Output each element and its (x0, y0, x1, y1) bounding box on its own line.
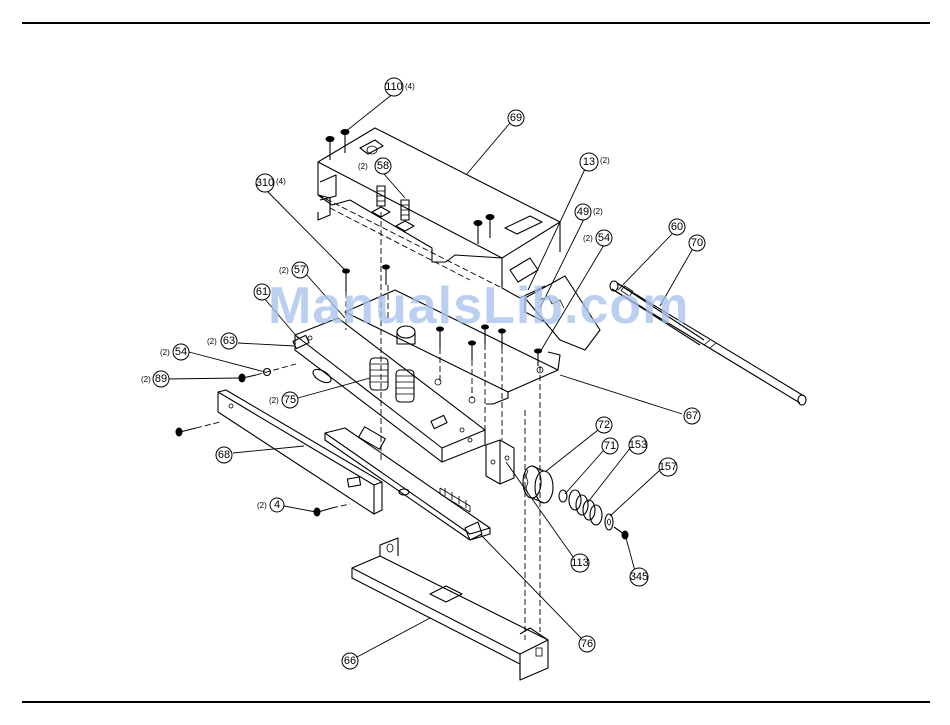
part-345-screw (614, 527, 628, 539)
callout-110-number: 110 (385, 81, 403, 93)
callout-110-qty: (4) (405, 82, 415, 91)
callout-13-number: 13 (583, 156, 595, 168)
callout-69-number: 69 (510, 112, 522, 124)
callout-60-number: 60 (671, 221, 683, 233)
callout-57-qty: (2) (279, 266, 289, 275)
callout-76: 76 (579, 636, 595, 652)
callout-310-qty: (4) (276, 177, 286, 186)
small-screws (176, 265, 542, 516)
callout-75: 75 (2) (269, 392, 298, 408)
part-66-base (352, 538, 548, 680)
callout-58-qty: (2) (358, 162, 368, 171)
callout-310-number: 310 (256, 177, 274, 189)
callout-153-number: 153 (629, 439, 647, 451)
callout-54-top-number: 54 (598, 232, 610, 244)
callout-71-number: 71 (604, 440, 616, 452)
part-113-bracket (486, 440, 514, 484)
callout-60: 60 (669, 219, 685, 235)
callout-58-number: 58 (377, 160, 389, 172)
callout-113-number: 113 (571, 557, 589, 569)
callout-68-number: 68 (218, 449, 230, 461)
callout-71: 71 (602, 438, 618, 454)
callout-54-top-qty: (2) (583, 234, 593, 243)
callout-4: 4 (2) (257, 498, 284, 512)
callout-49-qty: (2) (593, 207, 603, 216)
callout-57-number: 57 (294, 264, 306, 276)
callout-49: 49 (2) (575, 204, 603, 220)
part-153-spring (569, 490, 602, 525)
callout-54-left-qty: (2) (160, 348, 170, 357)
callout-4-number: 4 (274, 499, 280, 511)
callout-70: 70 (689, 235, 705, 251)
shaft-60 (610, 281, 704, 345)
callout-89-qty: (2) (141, 375, 151, 384)
bushing (397, 326, 415, 344)
callout-13: 13 (2) (580, 153, 610, 171)
callout-69: 69 (508, 110, 524, 126)
callout-72-number: 72 (598, 419, 610, 431)
part-61-chassis (295, 318, 485, 462)
callout-310: 310 (4) (256, 174, 286, 192)
springs-75 (370, 358, 414, 402)
callout-61: 61 (254, 284, 270, 300)
callout-68: 68 (216, 447, 232, 463)
callout-75-qty: (2) (269, 396, 279, 405)
screws-110 (326, 130, 494, 245)
callout-67: 67 (684, 408, 700, 424)
callout-157: 157 (659, 458, 677, 476)
callout-4-qty: (2) (257, 501, 267, 510)
callout-66: 66 (342, 653, 358, 669)
callout-61-number: 61 (256, 286, 268, 298)
callout-153: 153 (629, 436, 647, 454)
callout-345-number: 345 (630, 571, 648, 583)
callout-54-top: 54 (2) (583, 230, 612, 246)
callout-13-qty: (2) (600, 156, 610, 165)
callout-54-left-number: 54 (175, 346, 187, 358)
callout-54-left: 54 (2) (160, 344, 189, 360)
part-13-bracket (525, 276, 600, 350)
part-76-board (325, 427, 490, 540)
part-72-knob (523, 466, 553, 503)
callout-63-number: 63 (223, 335, 235, 347)
callout-70-number: 70 (691, 237, 703, 249)
part-71-washer (559, 490, 567, 502)
shaft-70 (612, 283, 806, 405)
callout-89: 89 (2) (141, 371, 169, 387)
callout-63: 63 (2) (207, 333, 237, 349)
callout-110: 110 (4) (385, 78, 415, 96)
part-157-washer (605, 514, 613, 530)
callout-57: 57 (2) (279, 262, 308, 278)
callout-63-qty: (2) (207, 337, 217, 346)
callout-345: 345 (630, 568, 648, 586)
part-67-plate (345, 290, 560, 404)
callout-76-number: 76 (581, 638, 593, 650)
part-69-top-cover (318, 128, 560, 298)
callout-113: 113 (571, 554, 589, 572)
callout-49-number: 49 (577, 206, 589, 218)
callout-89-number: 89 (155, 373, 167, 385)
callout-58: 58 (2) (358, 158, 391, 174)
callout-75-number: 75 (284, 394, 296, 406)
callout-66-number: 66 (344, 655, 356, 667)
callout-157-number: 157 (659, 461, 677, 473)
callout-67-number: 67 (686, 410, 698, 422)
callout-72: 72 (596, 417, 612, 433)
